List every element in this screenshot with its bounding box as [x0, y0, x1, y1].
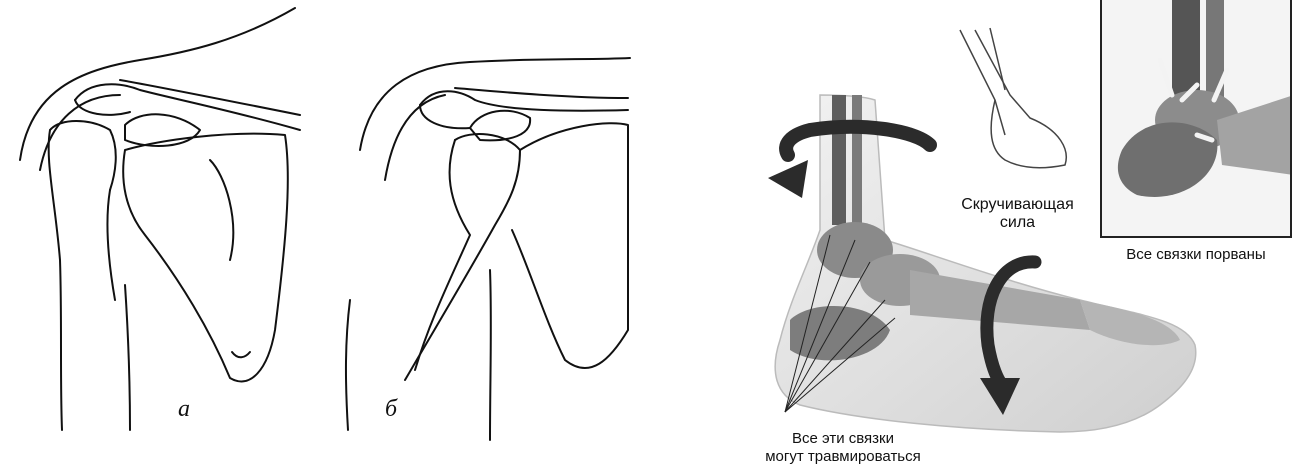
twist-arrow-horizontal-head [768, 160, 808, 198]
figure-label-b: б [385, 396, 397, 423]
ankle-illustration-panel: Скручивающая сила Все связки порваны Все… [660, 0, 1292, 472]
reference-foot-sketch [960, 28, 1066, 168]
torn-ligaments-inset [1100, 0, 1292, 238]
inset-caption: Все связки порваны [1100, 246, 1292, 264]
shoulder-figure-a [20, 8, 300, 430]
shoulder-drawings [0, 0, 660, 472]
ligaments-caption: Все эти связки могут травмироваться [748, 430, 938, 466]
shoulder-figure-b [346, 58, 630, 440]
twisting-force-label: Скручивающая сила [930, 196, 1105, 232]
shoulder-illustration-panel: а б [0, 0, 660, 472]
figure-label-a: а [178, 396, 190, 423]
inset-ankle-drawing [1102, 0, 1292, 238]
